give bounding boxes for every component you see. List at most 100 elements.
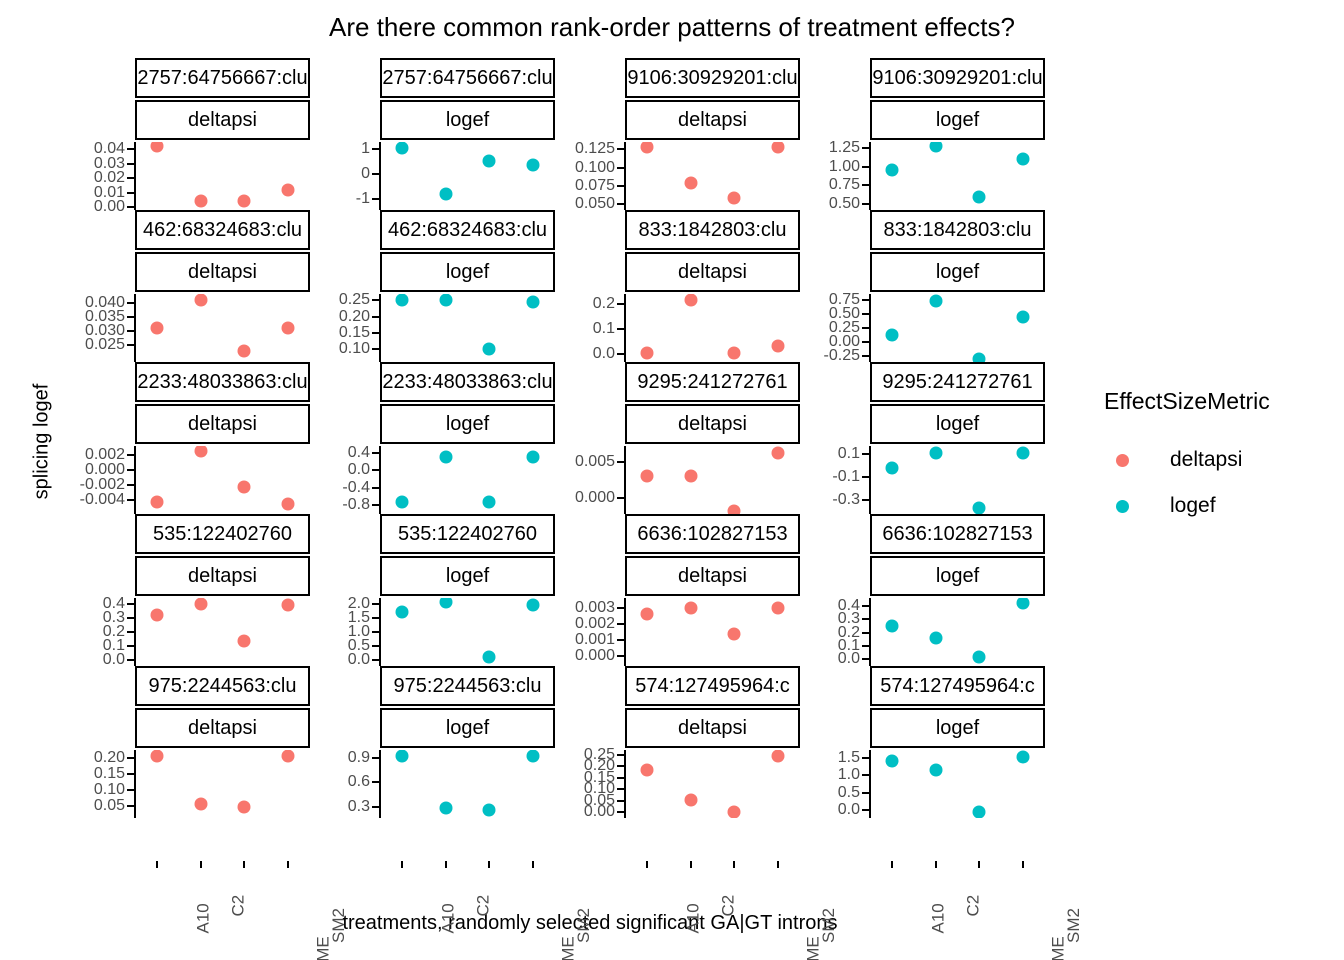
facet-strip-metric: logef: [380, 100, 555, 140]
data-point: [929, 142, 943, 153]
facet-strip-metric-label: logef: [445, 413, 490, 435]
y-axis-line: [379, 142, 381, 210]
x-axis-tick-label: A10: [438, 903, 458, 934]
panel-plot-area: 0.1-0.1-0.3: [832, 446, 1045, 514]
y-axis-line: [869, 142, 871, 210]
data-point: [194, 598, 208, 611]
y-axis-tick: [127, 772, 135, 775]
y-axis-tick: [617, 353, 625, 356]
y-axis-tick: [617, 811, 625, 814]
x-axis-tick-label: SM2: [329, 907, 349, 943]
facet-strip-intron: 975:2244563:clu: [380, 666, 555, 706]
data-point: [482, 803, 496, 817]
points-layer: [625, 446, 800, 514]
y-axis-tick: [862, 774, 870, 777]
y-axis-tick-label: 0.2: [837, 623, 860, 641]
y-axis-line: [624, 750, 626, 818]
data-point: [1016, 750, 1030, 764]
data-point: [929, 631, 943, 645]
data-point: [771, 446, 785, 460]
legend-item-logef[interactable]: logef: [1104, 483, 1344, 529]
data-point: [727, 627, 741, 641]
y-axis-tick-label: 0.002: [84, 446, 125, 464]
facet-strip-intron: 2233:48033863:clu: [135, 362, 310, 402]
y-axis-tick: [372, 197, 380, 200]
y-axis-tick-label: 1.0: [347, 623, 370, 640]
y-axis-tick-label: 0.4: [837, 597, 860, 614]
data-point: [972, 805, 986, 818]
facet-strip-intron-label: 535:122402760: [152, 523, 293, 545]
facet-strip-metric-label: deltapsi: [678, 261, 747, 283]
facet-strip-intron-label: 9295:241272761: [882, 371, 1033, 393]
data-point: [281, 497, 295, 511]
y-axis-tick: [372, 659, 380, 662]
points-layer: [870, 598, 1045, 666]
y-axis-tick-label: 0.10: [583, 780, 615, 798]
facet-strip-metric-label: deltapsi: [678, 717, 747, 739]
facet-strip-metric-label: logef: [445, 717, 490, 739]
y-axis-tick: [127, 602, 135, 605]
points-layer: [870, 750, 1045, 818]
y-axis-tick: [862, 605, 870, 607]
data-point: [684, 793, 698, 807]
y-axis-tick-label: 0.03: [93, 154, 125, 172]
y-axis-line: [624, 142, 626, 210]
y-axis-tick-label: 0.1: [837, 637, 860, 654]
data-point: [482, 495, 496, 509]
y-axis-tick-label: 0.25: [828, 319, 860, 336]
facet-strip-intron-label: 462:68324683:clu: [387, 219, 548, 241]
facet-strip-intron: 2757:64756667:clu: [380, 58, 555, 98]
points-layer: [380, 598, 555, 666]
facet-strip-metric: deltapsi: [625, 556, 800, 596]
y-axis-tick-label: 0.10: [93, 780, 125, 798]
legend-item-deltapsi[interactable]: deltapsi: [1104, 437, 1344, 483]
facet-strip-intron-label: 2233:48033863:clu: [382, 371, 553, 393]
y-axis-tick: [862, 327, 870, 329]
y-axis-tick: [372, 348, 380, 351]
y-axis-tick-label: 0.05: [93, 796, 125, 814]
y-axis-tick: [617, 622, 625, 625]
x-axis-tick: [199, 861, 202, 868]
x-axis-title: treatments, randomly selected significan…: [342, 912, 838, 934]
points-layer: [870, 446, 1045, 514]
x-axis-tick: [890, 861, 893, 868]
y-axis-tick: [127, 756, 135, 759]
y-axis-tick-label: 0.15: [583, 768, 615, 786]
y-axis-tick: [617, 328, 625, 331]
y-axis-tick-label: 0.02: [93, 169, 125, 187]
facet-strip-intron: 2757:64756667:clu: [135, 58, 310, 98]
y-axis-line: [869, 294, 871, 362]
y-axis-tick: [127, 344, 135, 346]
data-point: [885, 163, 899, 177]
x-axis: A10C2CUOMESM2: [625, 861, 838, 960]
y-axis-tick-label: 0: [361, 165, 370, 183]
facet-strip-metric-label: deltapsi: [678, 413, 747, 435]
facet-strip-metric: deltapsi: [625, 404, 800, 444]
data-point: [684, 601, 698, 615]
data-point: [526, 750, 540, 763]
y-axis-tick: [127, 329, 135, 332]
data-point: [771, 339, 785, 353]
data-point: [439, 294, 453, 307]
y-axis-line: [869, 750, 871, 818]
points-layer: [135, 142, 310, 210]
facet-strip-metric: deltapsi: [625, 100, 800, 140]
y-axis-tick-label: -0.4: [342, 478, 370, 496]
y-axis-tick-label: 0.10: [338, 340, 370, 358]
y-axis-tick-label: 0.000: [84, 461, 125, 479]
y-axis-tick: [127, 148, 135, 151]
facet-strip-intron: 9295:241272761: [625, 362, 800, 402]
y-axis-tick-label: 0.9: [347, 749, 370, 767]
facet-strip-intron-label: 6636:102827153: [882, 523, 1033, 545]
